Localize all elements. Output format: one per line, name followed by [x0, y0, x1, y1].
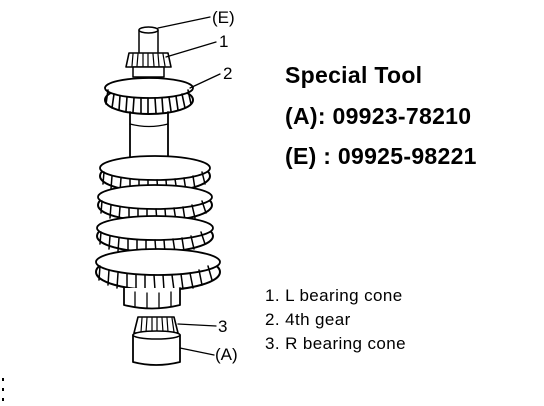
legend-item-2: 2. 4th gear [265, 310, 351, 329]
gear-cluster [95, 155, 221, 310]
callout-part-2: 2 [223, 64, 233, 83]
callout-part-3: 3 [218, 317, 228, 336]
l-bearing-cone [125, 52, 172, 78]
counter-shaft [129, 111, 169, 159]
scan-mark [2, 398, 4, 401]
tool-e-part-number: (E) : 09925-98221 [285, 143, 477, 169]
callout-tool-e: (E) [212, 8, 235, 27]
parts-legend: 1. L bearing cone 2. 4th gear 3. R beari… [265, 284, 406, 356]
legend-item-3: 3. R bearing cone [265, 334, 406, 353]
leader-lines [157, 16, 221, 356]
r-bearing-cone [133, 316, 179, 334]
tool-e-shaft [138, 26, 159, 53]
fourth-gear [104, 77, 194, 115]
callout-tool-a: (A) [215, 345, 238, 364]
special-tool-heading: Special Tool [285, 62, 423, 88]
legend-item-1: 1. L bearing cone [265, 286, 403, 305]
scan-mark [2, 388, 4, 391]
tool-a-part-number: (A): 09923-78210 [285, 103, 472, 129]
scan-mark [2, 378, 4, 381]
callout-part-1: 1 [219, 32, 229, 51]
tool-a-collar [132, 330, 181, 366]
